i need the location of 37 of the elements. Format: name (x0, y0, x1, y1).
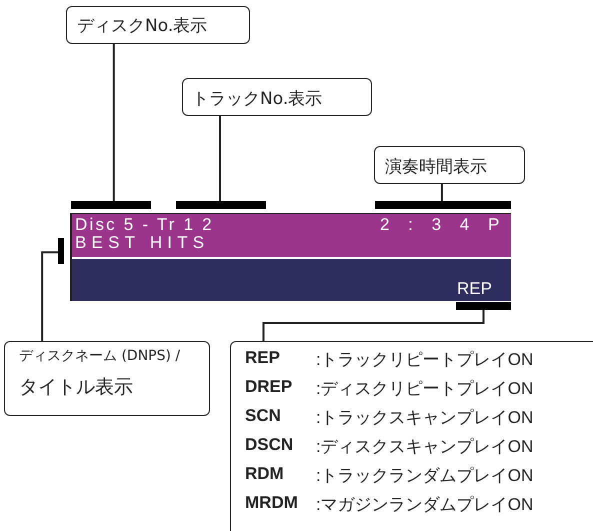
leader-line (219, 116, 221, 201)
mode-description: :マガジンランダムプレイON (316, 494, 534, 516)
display-text: REP (457, 280, 492, 297)
callout-box (374, 146, 525, 184)
legend-box (230, 341, 593, 531)
mode-abbreviation: DSCN (245, 435, 294, 455)
display-text: BEST HITS (75, 234, 210, 251)
mode-description: :トラックリピートプレイON (316, 349, 534, 371)
mode-description: :トラックスキャンプレイON (316, 407, 534, 429)
marker-bar (375, 201, 511, 209)
callout-box (4, 341, 210, 416)
display-text: 2 : 3 4 P (380, 216, 506, 233)
callout-label: ディスクネーム (DNPS) / (19, 347, 180, 365)
marker-bar (176, 201, 266, 209)
mode-abbreviation: REP (245, 348, 280, 368)
mode-abbreviation: RDM (245, 464, 284, 484)
mode-abbreviation: SCN (245, 406, 281, 426)
mode-description: :トラックランダムプレイON (316, 465, 534, 487)
marker-bar (71, 201, 151, 209)
mode-description: :ディスクリピートプレイON (316, 378, 534, 400)
leader-line (262, 310, 484, 341)
callout-label: トラックNo.表示 (192, 88, 322, 110)
callout-box (66, 6, 250, 44)
marker-bar (456, 302, 511, 310)
leader-line (112, 44, 115, 201)
leader-line (41, 251, 58, 341)
display-text: Disc 5 - Tr 1 2 (75, 216, 214, 233)
callout-label: ディスクNo.表示 (77, 15, 208, 37)
callout-label: タイトル表示 (19, 375, 133, 400)
mode-abbreviation: MRDM (245, 493, 298, 513)
mode-abbreviation: DREP (245, 377, 292, 397)
leader-line (440, 184, 443, 201)
callout-label: 演奏時間表示 (385, 156, 487, 178)
mode-description: :ディスクスキャンプレイON (316, 436, 534, 458)
callout-box (182, 78, 372, 116)
display-screen (70, 213, 511, 301)
marker-bar (58, 238, 64, 264)
